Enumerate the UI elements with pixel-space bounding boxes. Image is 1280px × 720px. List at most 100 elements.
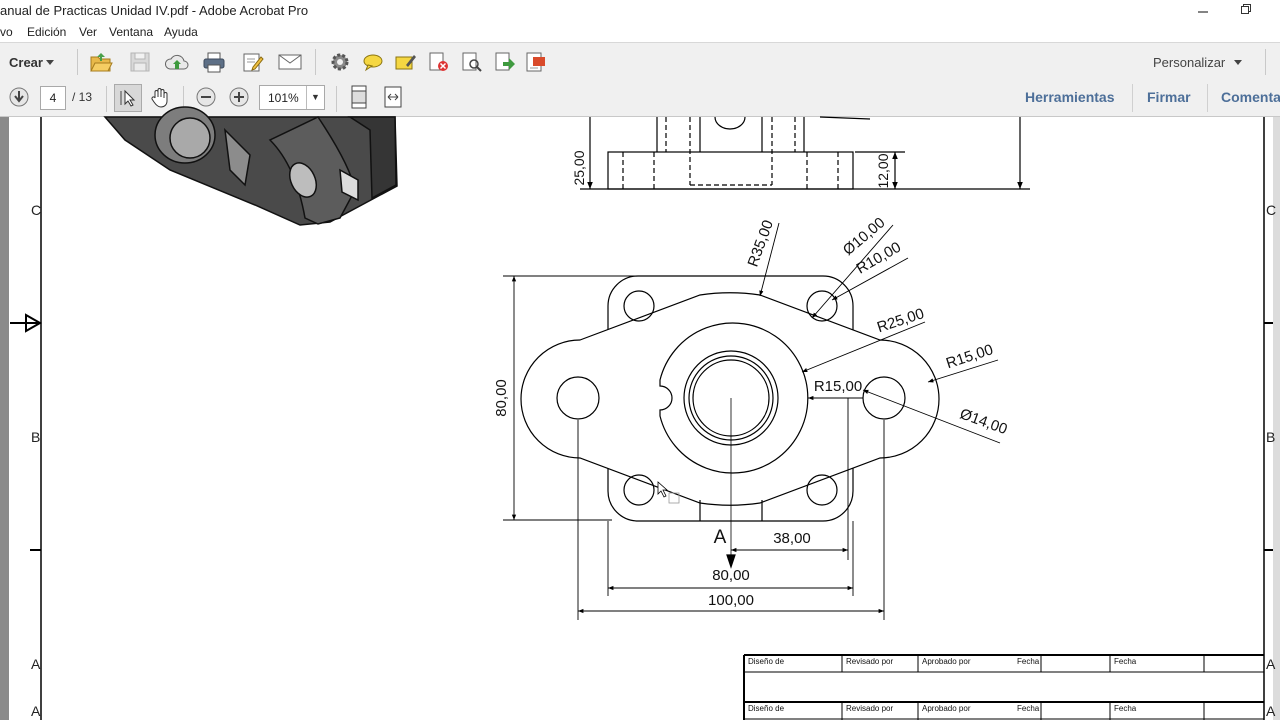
zone-letter-b: B bbox=[1266, 429, 1275, 445]
upload-button[interactable] bbox=[164, 49, 190, 75]
fit-width-icon bbox=[384, 86, 402, 108]
toolbar-divider bbox=[106, 86, 107, 112]
menu-window[interactable]: Ventana bbox=[109, 25, 154, 39]
top-view-dimensions bbox=[503, 222, 1001, 620]
navigation-toolbar: 4 / 13 101% ▼ Herramientas Firmar Coment… bbox=[0, 80, 1280, 117]
dimension-r15-inner: R15,00 bbox=[814, 378, 862, 395]
edit-icon bbox=[243, 53, 264, 72]
fit-page-icon bbox=[351, 85, 367, 109]
search-pages-icon bbox=[462, 52, 482, 72]
zone-letter-a: A bbox=[1266, 703, 1276, 719]
dimension-12: 12,00 bbox=[875, 153, 891, 188]
zoom-select[interactable]: 101% ▼ bbox=[259, 85, 325, 110]
zone-letter-c: C bbox=[1266, 202, 1276, 218]
title-block-date: Fecha bbox=[1114, 704, 1137, 713]
sign-link[interactable]: Firmar bbox=[1147, 89, 1191, 105]
tools-link[interactable]: Herramientas bbox=[1025, 89, 1115, 105]
toolbar-divider bbox=[77, 49, 78, 75]
zone-letter-c: C bbox=[31, 202, 41, 218]
settings-icon bbox=[331, 53, 349, 71]
zone-letter-b: B bbox=[31, 429, 40, 445]
title-block-approver: Aprobado por bbox=[922, 657, 971, 666]
edit-button[interactable] bbox=[240, 49, 266, 75]
comment-link[interactable]: Comenta bbox=[1221, 89, 1280, 105]
next-page-button[interactable] bbox=[6, 84, 32, 110]
toolbar-divider bbox=[315, 49, 316, 75]
search-pages-button[interactable] bbox=[459, 49, 485, 75]
zone-letter-a: A bbox=[31, 656, 41, 672]
dimension-80-horizontal: 80,00 bbox=[712, 567, 750, 584]
dimension-80-vertical: 80,00 bbox=[493, 379, 510, 417]
dimension-r15-outer: R15,00 bbox=[944, 341, 995, 372]
save-icon bbox=[130, 52, 150, 72]
title-block-designer: Diseño de bbox=[748, 657, 785, 666]
cursor-icon bbox=[120, 89, 136, 107]
minimize-button[interactable] bbox=[1183, 0, 1223, 22]
menu-file[interactable]: vo bbox=[0, 25, 13, 39]
toolbar-divider bbox=[1265, 49, 1266, 75]
export-button[interactable] bbox=[492, 49, 518, 75]
print-button[interactable] bbox=[201, 49, 227, 75]
customize-label: Personalizar bbox=[1153, 55, 1226, 70]
top-view bbox=[520, 275, 940, 569]
create-label: Crear bbox=[9, 55, 43, 70]
title-block bbox=[743, 654, 1264, 720]
dimension-25: 25,00 bbox=[571, 150, 587, 185]
vertical-scrollbar[interactable] bbox=[1273, 117, 1280, 720]
zoom-out-icon bbox=[196, 87, 216, 107]
title-block-designer: Diseño de bbox=[748, 704, 785, 713]
settings-button[interactable] bbox=[327, 49, 353, 75]
zoom-in-icon bbox=[229, 87, 249, 107]
menu-view[interactable]: Ver bbox=[79, 25, 98, 39]
highlight-button[interactable] bbox=[393, 49, 419, 75]
title-block-approver: Aprobado por bbox=[922, 704, 971, 713]
print-icon bbox=[203, 52, 225, 73]
comment-button[interactable] bbox=[360, 49, 386, 75]
chevron-down-icon bbox=[1234, 60, 1242, 65]
zoom-in-button[interactable] bbox=[226, 84, 252, 110]
stamp-button[interactable] bbox=[523, 49, 549, 75]
chevron-down-icon bbox=[46, 60, 54, 65]
sheet-frame bbox=[10, 117, 1273, 720]
hand-icon bbox=[151, 88, 168, 108]
title-block-reviewer: Revisado por bbox=[846, 704, 893, 713]
arrow-down-circle-icon bbox=[9, 87, 29, 107]
toolbar-divider bbox=[183, 86, 184, 112]
title-block-date: Fecha bbox=[1017, 657, 1040, 666]
export-icon bbox=[495, 52, 515, 71]
stamp-icon bbox=[526, 52, 545, 72]
isometric-part-view bbox=[103, 106, 398, 226]
page-number-input[interactable]: 4 bbox=[40, 86, 66, 110]
menu-help[interactable]: Ayuda bbox=[164, 25, 198, 39]
fit-width-button[interactable] bbox=[380, 84, 406, 110]
menu-edit[interactable]: Edición bbox=[27, 25, 67, 39]
email-icon bbox=[278, 54, 302, 70]
zone-letter-a: A bbox=[31, 703, 41, 719]
dimension-dia14: Ø14,00 bbox=[958, 405, 1010, 438]
title-bar: anual de Practicas Unidad IV.pdf - Adobe… bbox=[0, 0, 1280, 22]
toolbar-divider bbox=[1207, 84, 1208, 112]
delete-pages-icon bbox=[429, 52, 448, 71]
dimension-100: 100,00 bbox=[708, 592, 754, 609]
upload-icon bbox=[164, 54, 189, 70]
title-block-date: Fecha bbox=[1114, 657, 1137, 666]
save-button[interactable] bbox=[127, 49, 153, 75]
left-panel-edge bbox=[0, 117, 9, 720]
page-total: / 13 bbox=[72, 90, 93, 104]
chevron-down-icon: ▼ bbox=[306, 86, 324, 109]
toolbar-divider bbox=[336, 86, 337, 112]
fit-page-button[interactable] bbox=[346, 84, 372, 110]
hand-tool-button[interactable] bbox=[147, 84, 173, 110]
toolbar-divider bbox=[1132, 84, 1133, 112]
email-button[interactable] bbox=[277, 49, 303, 75]
open-button[interactable] bbox=[88, 49, 114, 75]
title-block-reviewer: Revisado por bbox=[846, 657, 893, 666]
highlight-icon bbox=[395, 55, 416, 70]
menu-bar: vo Edición Ver Ventana Ayuda bbox=[0, 22, 1280, 42]
zoom-out-button[interactable] bbox=[193, 84, 219, 110]
restore-button[interactable] bbox=[1226, 0, 1266, 22]
delete-pages-button[interactable] bbox=[426, 49, 452, 75]
window-title: anual de Practicas Unidad IV.pdf - Adobe… bbox=[0, 3, 309, 18]
select-tool-button[interactable] bbox=[114, 84, 142, 112]
